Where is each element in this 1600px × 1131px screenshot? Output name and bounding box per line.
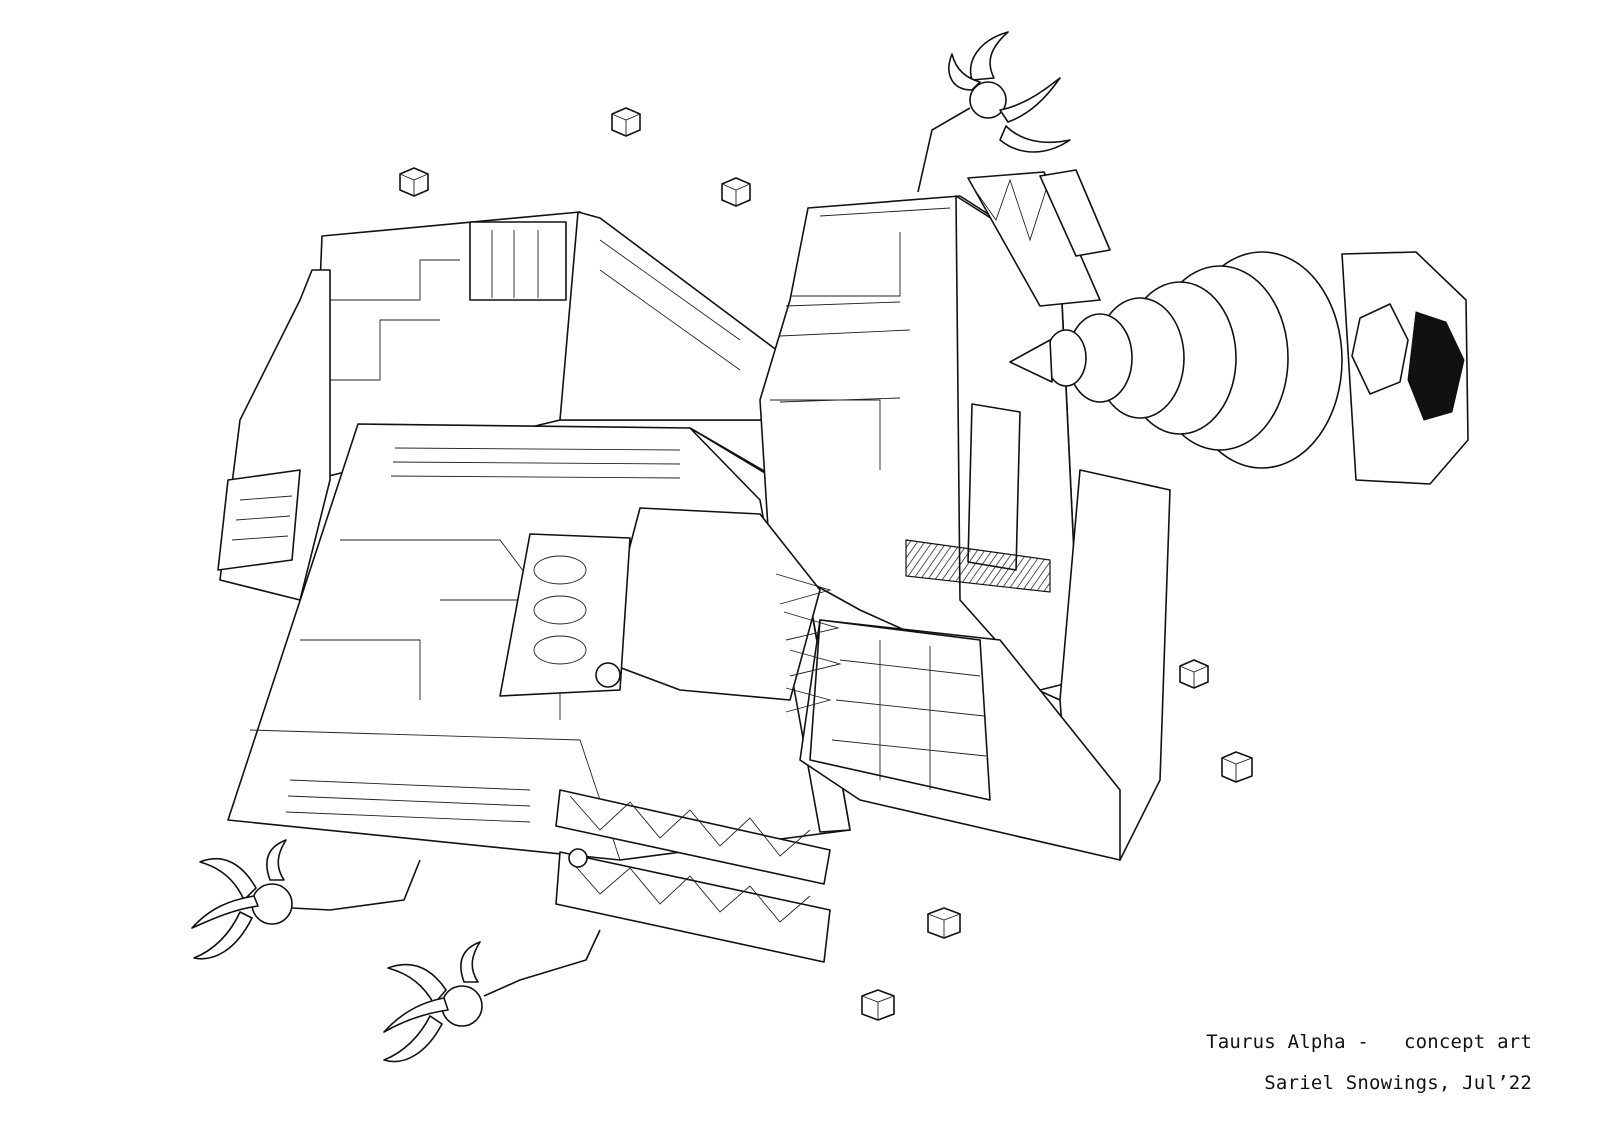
- hull-side-left: [217, 269, 331, 601]
- truss-bottom: [555, 789, 831, 963]
- hull-block-far-right: [799, 469, 1171, 861]
- floating-cube: [1179, 659, 1209, 689]
- engine-housing: [1341, 251, 1469, 485]
- floating-cube: [861, 989, 895, 1021]
- grabber-arm-bottom-left: [191, 839, 421, 960]
- grabber-arm-top: [917, 31, 1071, 193]
- ram-module: [499, 507, 842, 713]
- floating-cube: [927, 907, 961, 939]
- artist-credit: Sariel Snowings, Jul’22: [1264, 1072, 1532, 1094]
- floating-cube: [611, 107, 641, 137]
- hull-block-rear-left: [300, 211, 801, 481]
- floating-cube: [721, 177, 751, 207]
- artwork-title: Taurus Alpha - concept art: [1206, 1031, 1532, 1053]
- truss-top: [967, 169, 1111, 307]
- drill-cone: [1009, 251, 1343, 469]
- floating-cube: [1221, 751, 1253, 783]
- floating-cube: [399, 167, 429, 197]
- grabber-arm-bottom: [383, 929, 601, 1063]
